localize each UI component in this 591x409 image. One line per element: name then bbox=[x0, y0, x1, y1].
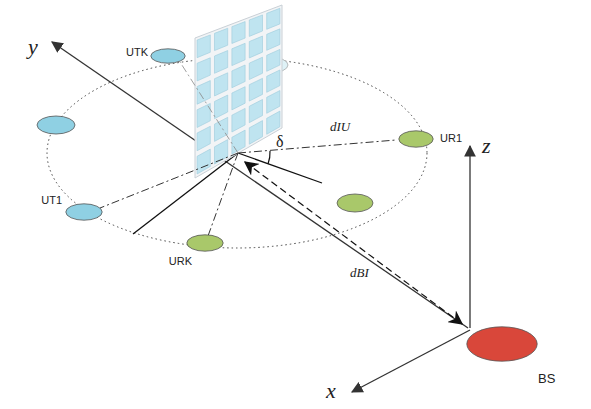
ground-line bbox=[133, 153, 238, 234]
ris-element bbox=[232, 43, 245, 65]
user-equipment: URK bbox=[186, 234, 224, 252]
distance-line bbox=[208, 153, 238, 236]
ris-element bbox=[267, 29, 280, 50]
ris-element bbox=[197, 58, 210, 81]
ris-element bbox=[214, 73, 227, 96]
ris-element bbox=[267, 91, 280, 114]
ris-element bbox=[249, 15, 262, 36]
user-label: UR1 bbox=[440, 133, 462, 144]
user-label: UTK bbox=[126, 47, 148, 58]
node-shape bbox=[65, 203, 103, 221]
ris-element bbox=[267, 8, 280, 29]
user-equipment: UT1 bbox=[65, 203, 103, 221]
ris-element bbox=[267, 70, 280, 92]
user-ellipse bbox=[337, 194, 373, 212]
ground-line bbox=[238, 153, 322, 183]
distance-label: dIU bbox=[330, 120, 350, 133]
angle-label: δ bbox=[276, 134, 284, 150]
user-label: UT1 bbox=[41, 195, 62, 206]
node-shape bbox=[466, 326, 538, 362]
ris-element bbox=[267, 111, 280, 134]
axis-label: x bbox=[326, 380, 336, 402]
node-shape bbox=[150, 48, 186, 64]
ris-element bbox=[214, 140, 227, 164]
y-axis bbox=[52, 42, 468, 328]
axis-label: z bbox=[482, 135, 491, 157]
node-shape bbox=[398, 130, 434, 148]
node-shape bbox=[186, 234, 224, 252]
z-axis bbox=[469, 146, 470, 328]
ris-elements bbox=[197, 8, 280, 174]
ris-element bbox=[214, 117, 227, 141]
ris-element bbox=[232, 65, 245, 88]
ris-panel bbox=[195, 5, 282, 178]
distance-line bbox=[180, 62, 238, 153]
ris-element bbox=[214, 51, 227, 74]
ris-element bbox=[249, 57, 262, 79]
ris-element bbox=[267, 49, 280, 71]
station-label: BS bbox=[538, 372, 555, 385]
ris-element bbox=[214, 28, 227, 50]
ris-element bbox=[214, 95, 227, 119]
base-station: BS bbox=[466, 326, 538, 362]
ris-element bbox=[232, 22, 245, 44]
user-equipment: UR1 bbox=[398, 130, 434, 148]
distance-line bbox=[100, 153, 238, 208]
ris-element bbox=[197, 81, 210, 105]
angle-arc bbox=[268, 151, 270, 164]
ris-element bbox=[249, 121, 262, 145]
axis-label: y bbox=[28, 36, 38, 58]
ris-element bbox=[197, 35, 210, 58]
ris-element bbox=[232, 87, 245, 110]
distance-arrow bbox=[245, 162, 462, 324]
distance-label: dBI bbox=[350, 266, 369, 279]
x-axis bbox=[352, 330, 470, 392]
distance-line bbox=[238, 140, 396, 153]
ris-element bbox=[232, 108, 245, 132]
user-equipment: UTK bbox=[150, 48, 186, 64]
ris-element bbox=[249, 78, 262, 101]
ris-element bbox=[197, 126, 210, 150]
user-label: URK bbox=[169, 256, 192, 267]
ris-element bbox=[232, 130, 245, 154]
ris-element bbox=[197, 149, 210, 174]
ris-element bbox=[249, 36, 262, 58]
ris-element bbox=[249, 99, 262, 122]
user-ellipse bbox=[37, 116, 75, 134]
